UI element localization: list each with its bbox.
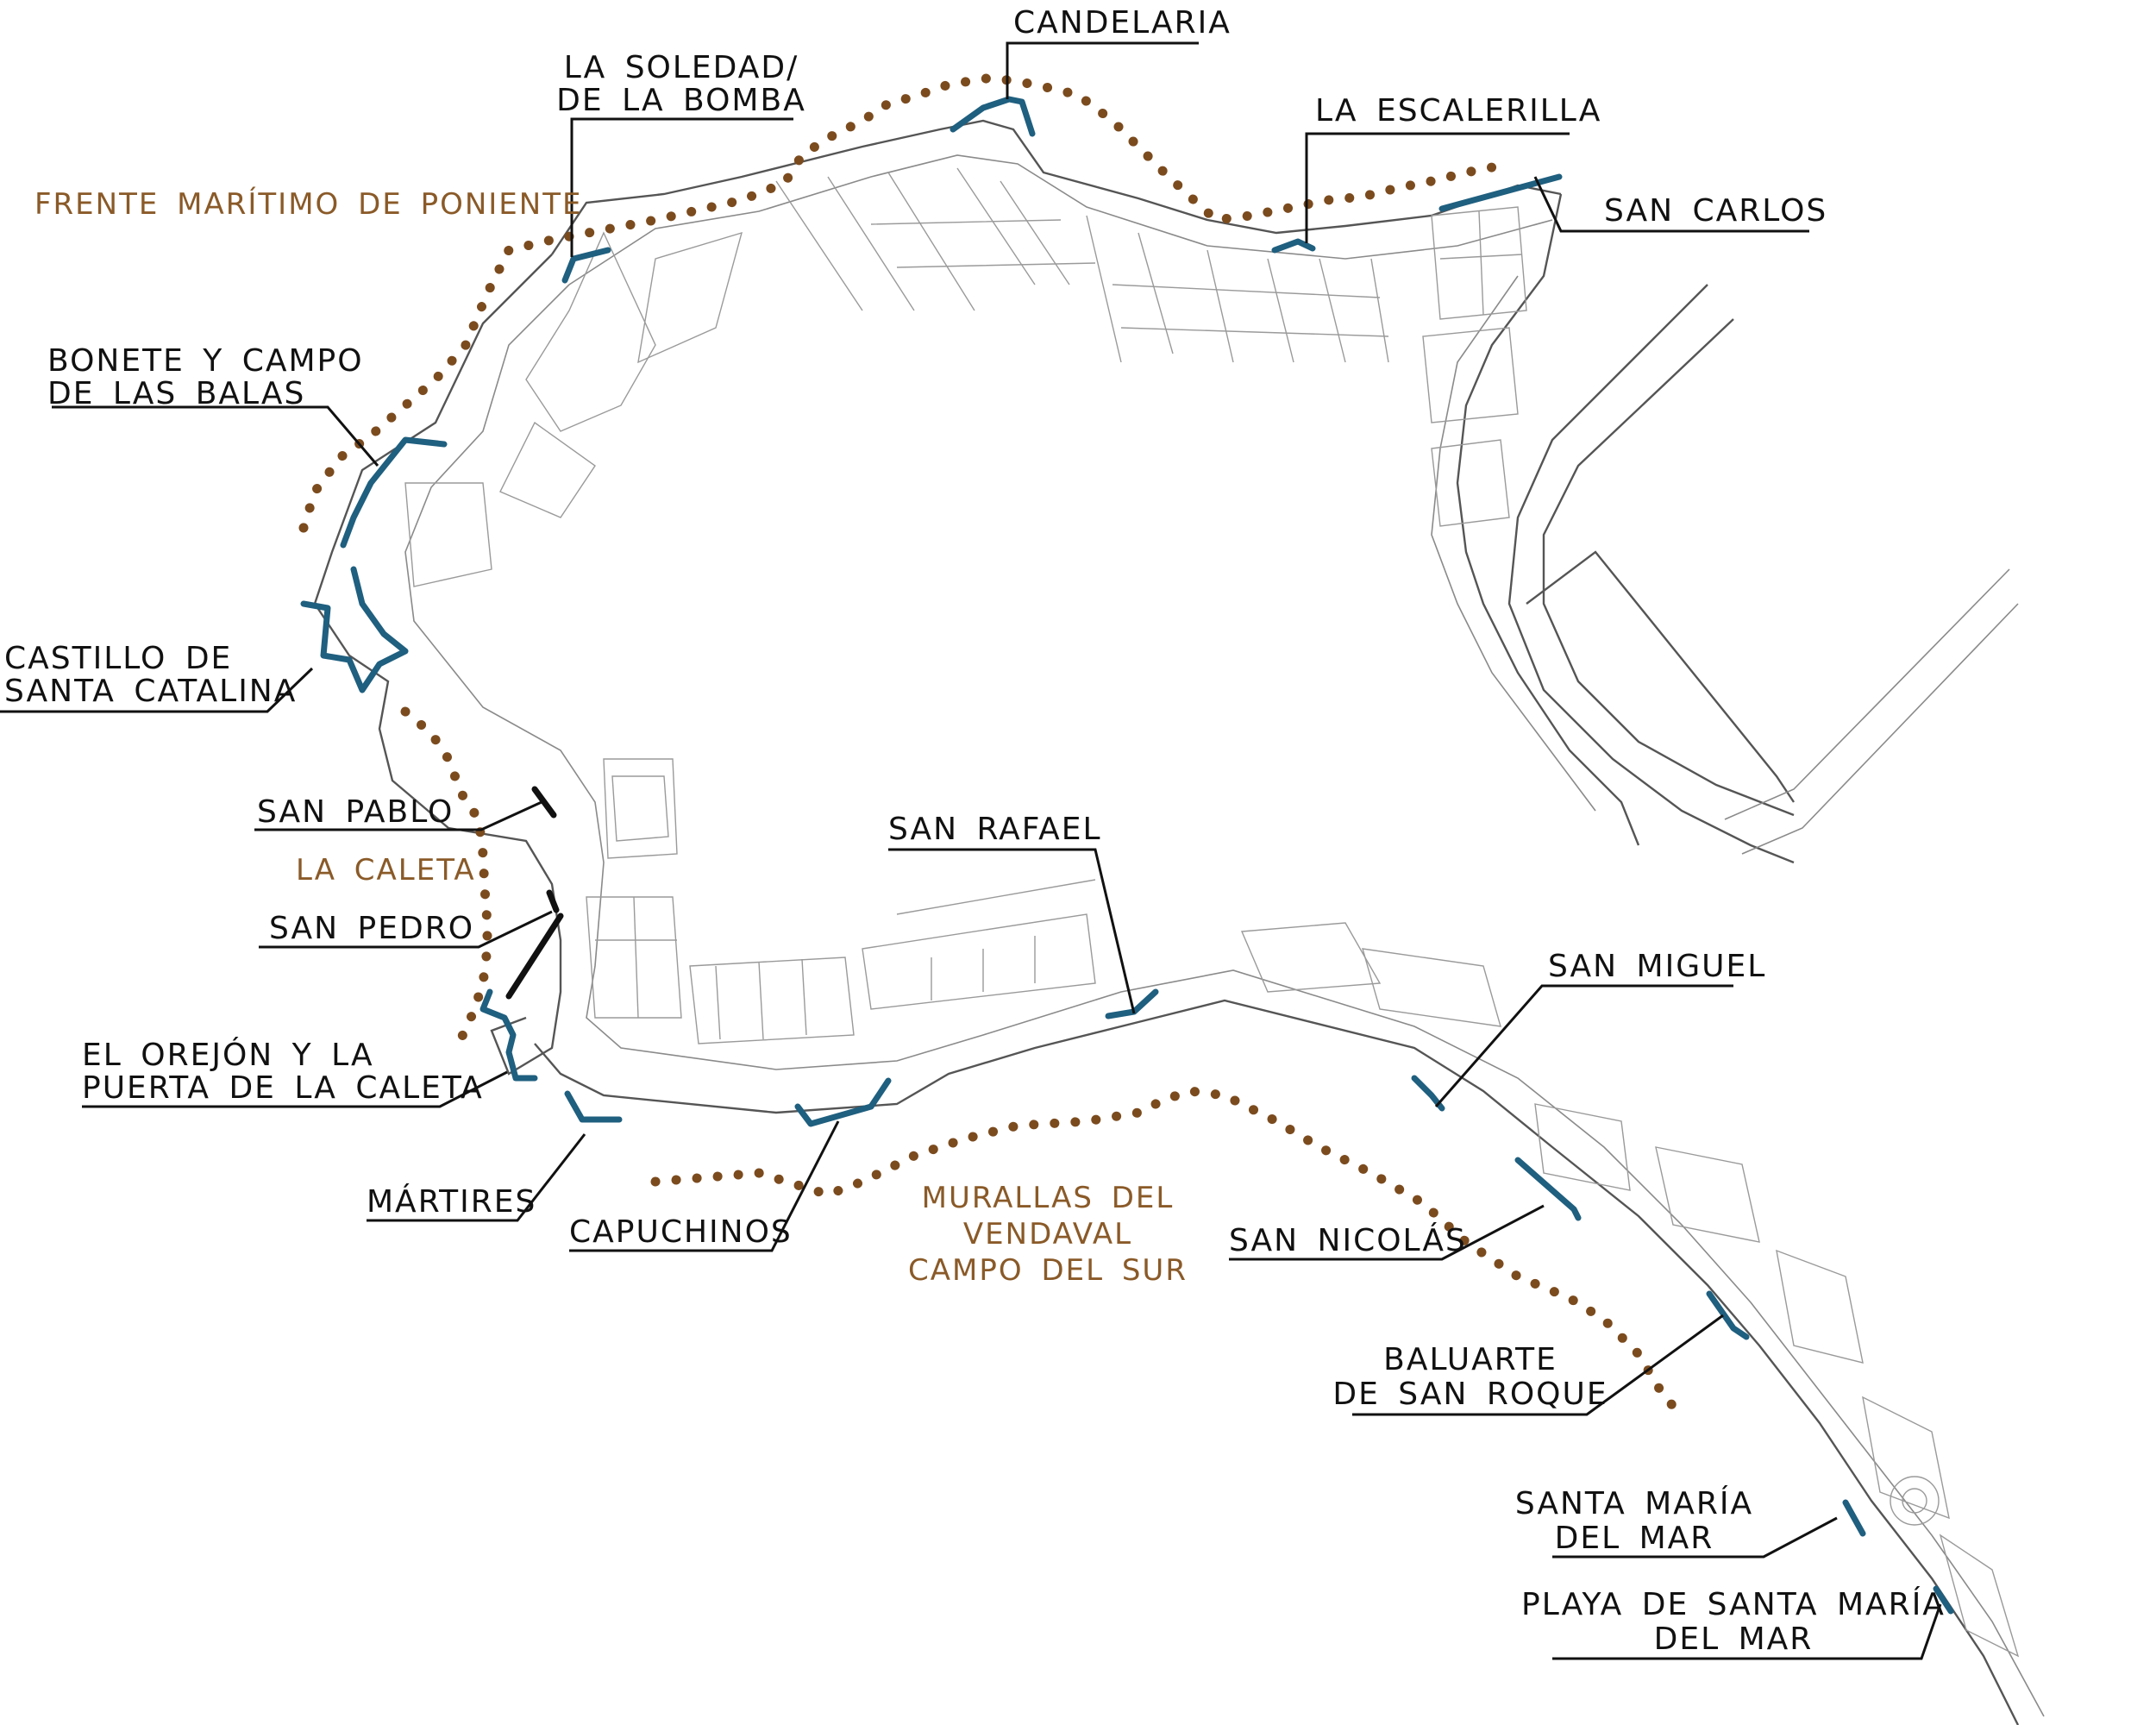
label-orejon-line2: PUERTA DE LA CALETA bbox=[82, 1070, 484, 1106]
label-soledad-line1: LA SOLEDAD/ bbox=[564, 50, 799, 85]
label-santa-maria-line2: DEL MAR bbox=[1555, 1521, 1714, 1556]
wall-escalerilla bbox=[1271, 238, 1316, 254]
label-soledad-line2: DE LA BOMBA bbox=[556, 83, 806, 118]
zone-vendaval-line2: VENDAVAL bbox=[963, 1217, 1132, 1251]
zone-labels: FRENTE MARÍTIMO DE PONIENTE LA CALETA MU… bbox=[34, 186, 1188, 1288]
wall-capuchinos bbox=[794, 1077, 892, 1127]
label-castillo-line2: SANTA CATALINA bbox=[4, 674, 297, 709]
wall-san-nicolas bbox=[1514, 1157, 1582, 1221]
bastion-labels: CANDELARIA LA SOLEDAD/ DE LA BOMBA LA ES… bbox=[4, 5, 1946, 1657]
wall-san-pablo bbox=[531, 786, 557, 819]
wall-orejon bbox=[479, 988, 538, 1082]
wall-martires bbox=[564, 1090, 623, 1123]
wall-segments bbox=[300, 96, 1954, 1615]
city-street-map bbox=[313, 119, 2045, 1725]
label-castillo-line1: CASTILLO DE bbox=[4, 641, 232, 676]
wall-santa-maria bbox=[1842, 1499, 1866, 1537]
label-san-miguel: SAN MIGUEL bbox=[1548, 949, 1766, 984]
wall-caleta-jetty bbox=[505, 913, 564, 1000]
label-capuchinos: CAPUCHINOS bbox=[569, 1214, 793, 1250]
label-bonete-line2: DE LAS BALAS bbox=[47, 376, 305, 411]
label-san-carlos: SAN CARLOS bbox=[1604, 193, 1827, 229]
wall-san-roque bbox=[1706, 1290, 1750, 1340]
wall-soledad bbox=[561, 247, 611, 284]
wall-candelaria bbox=[950, 96, 1036, 137]
wall-san-pedro bbox=[546, 889, 560, 913]
wall-bonete bbox=[340, 436, 448, 549]
leader-lines bbox=[0, 41, 1942, 1660]
dotted-fronts bbox=[298, 72, 1687, 1420]
label-san-pedro: SAN PEDRO bbox=[269, 911, 474, 946]
label-candelaria: CANDELARIA bbox=[1013, 5, 1232, 41]
zone-vendaval-line3: CAMPO DEL SUR bbox=[908, 1253, 1188, 1288]
label-san-roque-line1: BALUARTE bbox=[1383, 1342, 1557, 1377]
wall-playa bbox=[1933, 1585, 1954, 1615]
vendaval-front-line bbox=[650, 1086, 1687, 1420]
label-san-nicolas: SAN NICOLÁS bbox=[1229, 1222, 1467, 1258]
label-orejon-line1: EL OREJÓN Y LA bbox=[82, 1037, 374, 1073]
label-martires: MÁRTIRES bbox=[367, 1183, 536, 1220]
zone-caleta: LA CALETA bbox=[296, 853, 476, 888]
zone-poniente: FRENTE MARÍTIMO DE PONIENTE bbox=[34, 186, 582, 222]
poniente-front-line bbox=[298, 72, 1506, 533]
label-san-pablo: SAN PABLO bbox=[257, 794, 454, 830]
label-santa-maria-line1: SANTA MARÍA bbox=[1515, 1485, 1753, 1521]
wall-castillo bbox=[300, 566, 409, 693]
wall-san-carlos bbox=[1438, 173, 1563, 212]
zone-vendaval-line1: MURALLAS DEL bbox=[922, 1181, 1175, 1215]
caleta-front-line bbox=[400, 706, 492, 1049]
label-bonete-line1: BONETE Y CAMPO bbox=[47, 343, 364, 379]
label-playa-line1: PLAYA DE SANTA MARÍA bbox=[1521, 1586, 1946, 1622]
label-escalerilla: LA ESCALERILLA bbox=[1315, 93, 1601, 129]
label-san-rafael: SAN RAFAEL bbox=[888, 812, 1102, 847]
label-san-roque-line2: DE SAN ROQUE bbox=[1332, 1377, 1608, 1412]
label-playa-line2: DEL MAR bbox=[1654, 1622, 1814, 1657]
